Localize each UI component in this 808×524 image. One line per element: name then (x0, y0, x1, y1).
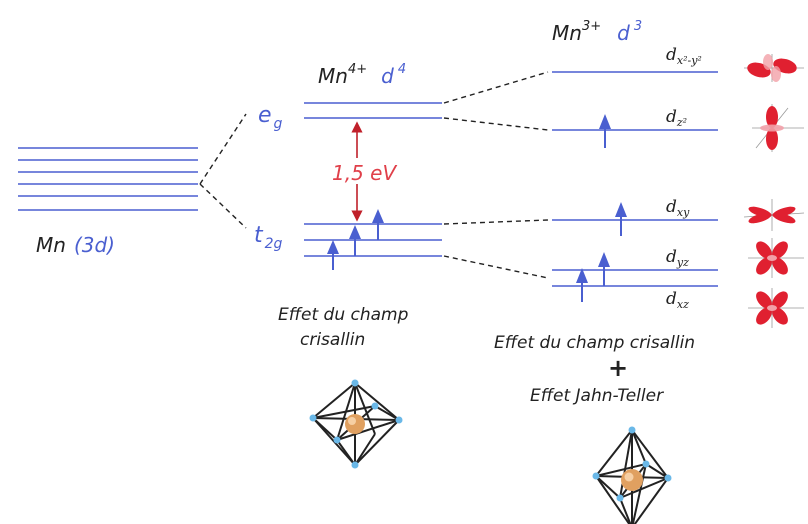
octahedron-regular-icon (309, 379, 403, 469)
split-line-t2g (199, 183, 247, 229)
electron-arrow (349, 225, 361, 256)
electron-arrow (598, 252, 610, 286)
electron-arrow (327, 240, 339, 270)
orbital-dxy-icon (743, 199, 805, 231)
electron-arrow (576, 268, 588, 302)
electron-arrow (599, 114, 611, 148)
right-caption: Effet du champ crisallin + Effet Jahn-Te… (494, 333, 700, 406)
gap-label: 1,5 eV (332, 161, 397, 185)
octahedron-elongated-icon (592, 426, 672, 524)
label-dx2-y2: dx²-y² (666, 45, 702, 67)
electrons-center (327, 209, 384, 270)
label-dz2: dz² (666, 107, 687, 129)
split-lines-left (199, 113, 247, 229)
split-line-eg (199, 113, 247, 185)
label-dyz: dyz (666, 247, 689, 269)
center-caption: Effet du champ crisallin (278, 305, 414, 350)
right-level-labels: dx²-y² dz² dxy dyz dxz (666, 45, 702, 311)
label-dxy: dxy (666, 197, 690, 219)
split-line-dxy (443, 219, 549, 225)
mn-3d-levels (18, 147, 198, 211)
label-dxz: dxz (666, 289, 689, 311)
split-line-dx2y2 (443, 71, 549, 104)
orbital-dz2-icon (752, 104, 804, 152)
orbital-dyz-icon (748, 238, 804, 278)
electrons-right (576, 114, 627, 302)
orbital-dx2-y2-icon (744, 54, 804, 82)
electron-arrow (372, 209, 384, 240)
mn-3d-label: Mn(3d) (36, 233, 115, 257)
eg-levels (304, 102, 442, 119)
right-levels (552, 71, 718, 287)
split-lines-right (443, 71, 549, 279)
electron-arrow (615, 202, 627, 236)
orbital-dxz-icon (748, 288, 804, 328)
split-line-dyz-dxz (443, 255, 549, 279)
split-line-dz2 (443, 117, 549, 131)
t2g-levels (304, 223, 442, 257)
